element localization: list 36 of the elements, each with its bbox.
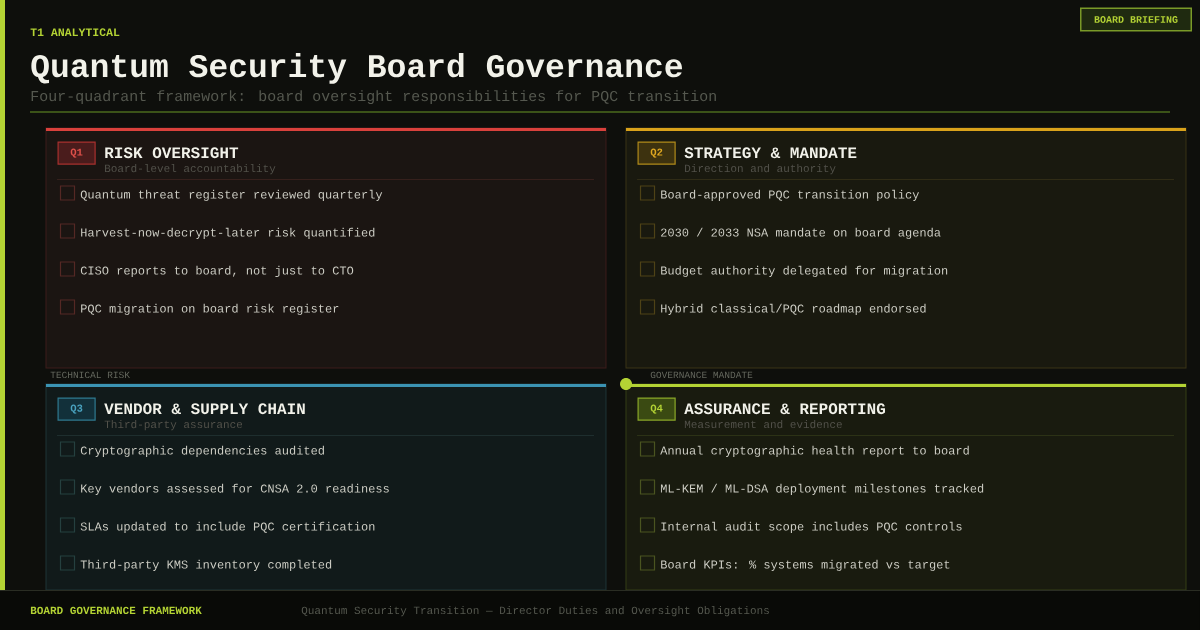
checklist-item: Third-party KMS inventory completed	[80, 559, 332, 571]
panel-heading: RISK OVERSIGHT	[105, 147, 239, 159]
checklist-item: CISO reports to board, not just to CTO	[80, 265, 354, 277]
checklist-item: Board-approved PQC transition policy	[661, 189, 919, 201]
panel-heading: VENDOR & SUPPLY CHAIN	[104, 403, 305, 415]
checklist-item: Key vendors assessed for CNSA 2.0 readiness	[81, 483, 389, 495]
subtitle: Four-quadrant framework: board oversight responsibilities for PQC transition	[31, 90, 716, 105]
badge: Q4	[637, 397, 676, 421]
panel-subtitle: Third-party assurance	[104, 420, 243, 431]
checklist-item: 2030 / 2033 NSA mandate on board agenda	[661, 227, 941, 239]
section-label: TECHNICAL RISK	[50, 371, 130, 379]
checklist-item: Board KPIs: % systems migrated vs target	[661, 559, 950, 571]
panel-heading: ASSURANCE & REPORTING	[684, 403, 885, 415]
checklist-item: Quantum threat register reviewed quarterly	[80, 189, 383, 201]
footer-label: BOARD GOVERNANCE FRAMEWORK	[30, 606, 202, 615]
checklist-item: Cryptographic dependencies audited	[80, 445, 324, 457]
badge: Q2	[637, 141, 676, 165]
checklist-item: PQC migration on board risk register	[81, 303, 339, 315]
checklist-item: Hybrid classical/PQC roadmap endorsed	[661, 303, 926, 315]
title: Quantum Security Board Governance	[31, 53, 682, 84]
panel-heading: STRATEGY & MANDATE	[684, 147, 857, 159]
panel-subtitle: Measurement and evidence	[684, 420, 842, 429]
checklist-item: SLAs updated to include PQC certification	[80, 521, 375, 533]
checklist-item: ML-KEM / ML-DSA deployment milestones tracked	[660, 483, 984, 495]
checklist-item: Annual cryptographic health report to board	[660, 445, 969, 457]
checklist-item: Internal audit scope includes PQC controls	[661, 521, 962, 533]
badge: Q3	[57, 397, 96, 421]
panel-subtitle: Board-level accountability	[105, 164, 276, 175]
tag-label: T1 ANALYTICAL	[30, 28, 120, 37]
checklist-item: Harvest-now-decrypt-later risk quantified	[81, 227, 375, 239]
badge: BOARD BRIEFING	[1080, 7, 1192, 32]
panel-subtitle: Direction and authority	[685, 164, 836, 175]
footer-text: Quantum Security Transition — Director Duties and Oversight Obligations	[301, 606, 769, 617]
checklist-item: Budget authority delegated for migration	[661, 265, 948, 277]
badge: Q1	[57, 141, 96, 165]
section-label: GOVERNANCE MANDATE	[650, 371, 753, 379]
